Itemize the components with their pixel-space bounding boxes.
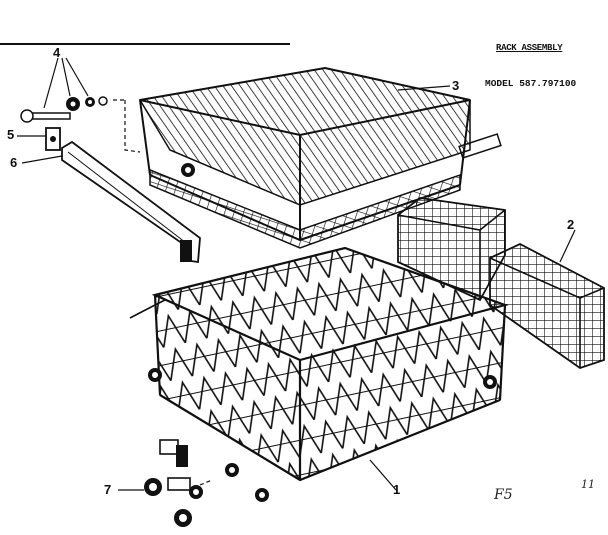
diagram-title: RACK ASSEMBLY <box>496 43 563 53</box>
callout-5: 5 <box>7 127 15 142</box>
callout-4: 4 <box>53 45 61 60</box>
callout-1: 1 <box>393 482 401 497</box>
model-number: MODEL 587.797100 <box>485 78 577 89</box>
roller-assembly <box>118 439 213 527</box>
callout-6: 6 <box>10 155 18 170</box>
upper-rack <box>113 66 502 249</box>
rack-track <box>21 140 201 264</box>
lower-rack <box>129 246 509 502</box>
bracket <box>17 127 61 151</box>
figure-code: F5 <box>494 487 513 503</box>
leader-3 <box>397 85 451 91</box>
hardware-set <box>20 57 108 123</box>
callout-7: 7 <box>104 482 112 497</box>
page-mark: 11 <box>581 478 595 491</box>
callout-3: 3 <box>452 78 460 93</box>
callout-2: 2 <box>567 217 575 232</box>
silverware-basket <box>397 197 605 369</box>
